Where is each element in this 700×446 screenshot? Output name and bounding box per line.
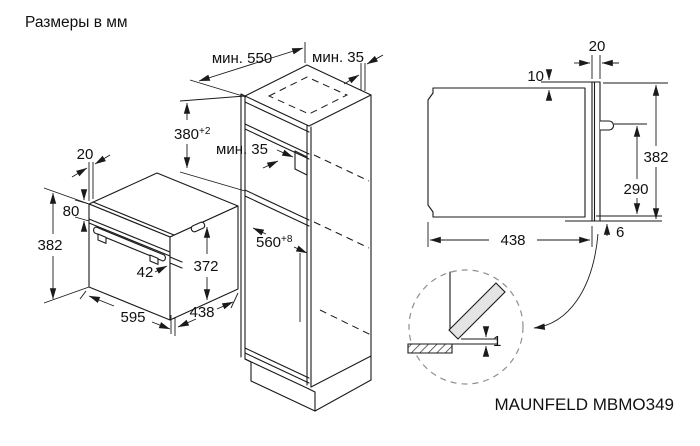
- dim-oven-handle-offset: 42: [137, 264, 168, 281]
- oven-isometric-view: 20 80 382 595: [37, 146, 239, 336]
- page-title: Размеры в мм: [25, 14, 128, 31]
- svg-text:42: 42: [137, 264, 154, 281]
- dim-side-depth: 438: [427, 222, 593, 249]
- door-edge-slab: [448, 282, 506, 340]
- dim-side-bottom-gap: 6: [603, 223, 624, 241]
- dim-niche-height: 380+2: [174, 95, 246, 192]
- oven-side-vent-slot: [190, 221, 206, 233]
- oven-right-face: [169, 205, 239, 321]
- svg-text:438: 438: [500, 232, 525, 249]
- svg-text:380+2: 380+2: [174, 126, 211, 143]
- svg-text:6: 6: [616, 224, 624, 241]
- dim-door-gap: 1: [452, 326, 501, 357]
- dim-side-door-thickness: 20: [574, 38, 619, 79]
- svg-text:мин. 550: мин. 550: [212, 50, 272, 67]
- dim-cabinet-depth-min: мин. 550: [189, 42, 306, 98]
- svg-text:382: 382: [643, 149, 668, 166]
- dim-oven-depth: 438: [177, 292, 239, 328]
- dim-side-handle-height: 290: [623, 125, 649, 215]
- cabinet-top-face: [244, 64, 372, 127]
- vent-spacer-block: [294, 150, 308, 176]
- dim-oven-height: 382: [37, 187, 90, 304]
- cabinet-niche-view: мин. 550 мин. 35 380+2 мин. 35: [174, 42, 384, 412]
- svg-text:мин. 35: мин. 35: [312, 49, 364, 66]
- dim-oven-body-height: 372: [193, 226, 219, 301]
- dim-niche-width: 560+8: [252, 227, 308, 254]
- brand-model-label: MAUNFELD MBMO349: [495, 395, 674, 414]
- oven-side-view: 10 20 382 290 6: [427, 38, 669, 330]
- dim-oven-width: 595: [79, 290, 176, 336]
- svg-text:560+8: 560+8: [256, 234, 293, 251]
- shelf-section-hatch: [407, 343, 453, 354]
- dim-shelf-gap: мин. 35: [216, 141, 294, 169]
- door-gap-detail: 1: [407, 269, 524, 385]
- svg-text:290: 290: [623, 181, 648, 198]
- svg-text:1: 1: [493, 333, 501, 350]
- svg-text:мин. 35: мин. 35: [216, 141, 268, 158]
- side-view-door: [591, 81, 601, 222]
- svg-text:372: 372: [193, 258, 218, 275]
- side-view-handle: [600, 120, 615, 131]
- cabinet-plinth: [244, 355, 372, 412]
- dim-cabinet-rear-gap: мин. 35: [312, 49, 384, 91]
- svg-text:595: 595: [120, 309, 145, 326]
- svg-text:20: 20: [77, 146, 94, 163]
- detail-leader-arrow: [533, 233, 599, 330]
- svg-text:438: 438: [189, 304, 214, 321]
- svg-text:80: 80: [63, 203, 80, 220]
- oven-handle: [93, 226, 166, 262]
- svg-text:10: 10: [527, 68, 544, 85]
- dim-side-top-clearance: 10: [527, 68, 592, 101]
- svg-text:382: 382: [37, 237, 62, 254]
- svg-text:20: 20: [589, 38, 606, 55]
- side-view-body: [427, 87, 586, 218]
- dim-oven-door-thickness: 20: [71, 146, 111, 201]
- dim-side-height: 382: [643, 84, 669, 220]
